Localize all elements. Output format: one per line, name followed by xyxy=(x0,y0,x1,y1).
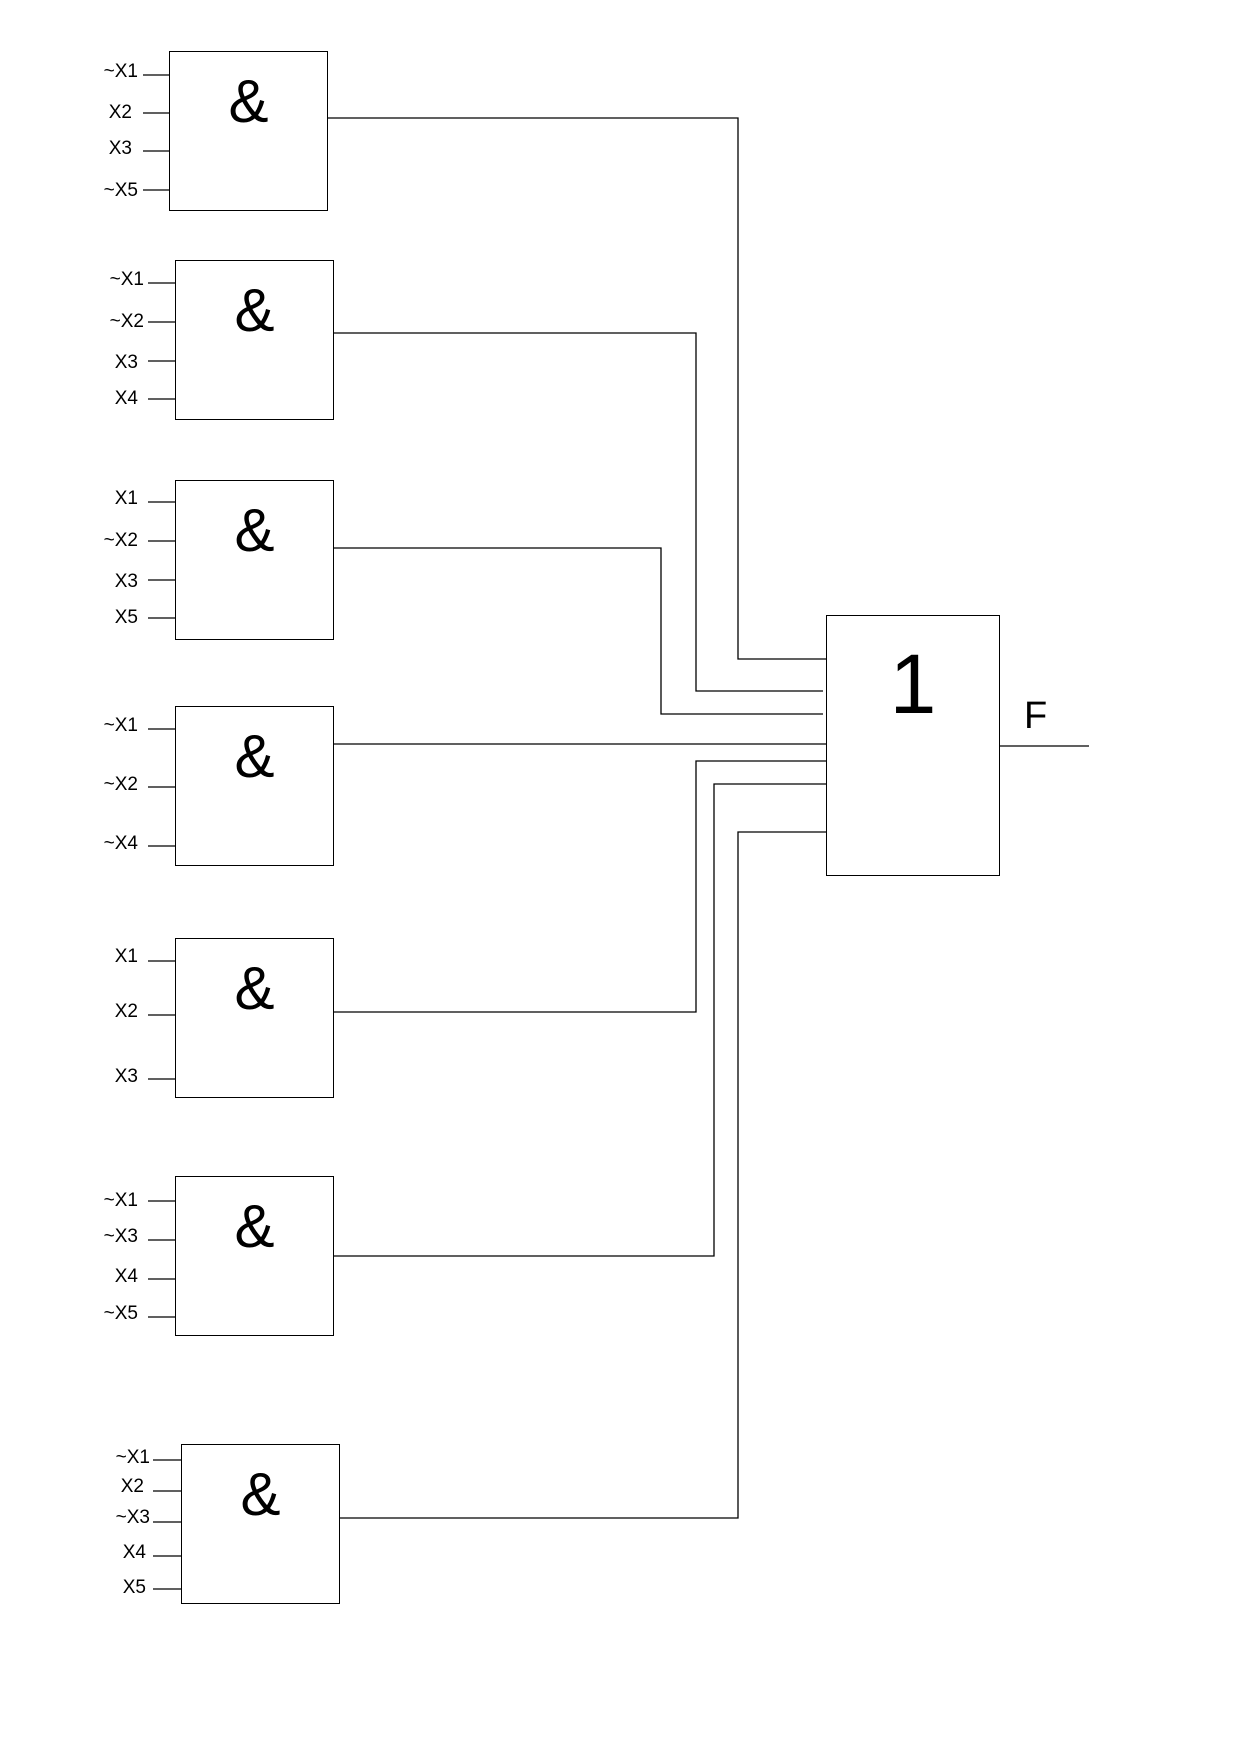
input-label: ~X2 xyxy=(109,311,144,332)
and-gate-3: & xyxy=(175,480,334,640)
input-label: X2 xyxy=(120,1476,144,1497)
and-gate-4: & xyxy=(175,706,334,866)
and-symbol: & xyxy=(234,277,275,344)
output-label: F xyxy=(1024,695,1048,737)
and-gate-1: & xyxy=(169,51,328,211)
or-symbol: 1 xyxy=(889,637,937,731)
input-label: ~X5 xyxy=(103,1303,138,1324)
input-label: ~X1 xyxy=(103,715,138,736)
input-label: ~X3 xyxy=(103,1226,138,1247)
input-label: ~X3 xyxy=(115,1507,150,1528)
input-label: X4 xyxy=(114,388,138,409)
and-gate-2: & xyxy=(175,260,334,420)
and-symbol: & xyxy=(234,497,275,564)
input-label: X4 xyxy=(122,1542,146,1563)
and-gate-6: & xyxy=(175,1176,334,1336)
input-label: X4 xyxy=(114,1266,138,1287)
input-label: ~X4 xyxy=(103,833,138,854)
and-symbol: & xyxy=(228,68,269,135)
input-label: ~X1 xyxy=(109,269,144,290)
input-label: X2 xyxy=(114,1001,138,1022)
or-gate: 1 xyxy=(826,615,1000,876)
and-symbol: & xyxy=(234,723,275,790)
input-label: X3 xyxy=(114,571,138,592)
input-label: ~X1 xyxy=(103,61,138,82)
input-label: ~X2 xyxy=(103,530,138,551)
input-label: X1 xyxy=(114,946,138,967)
input-label: X5 xyxy=(122,1577,146,1598)
input-label: ~X2 xyxy=(103,774,138,795)
and-symbol: & xyxy=(234,955,275,1022)
input-label: ~X1 xyxy=(103,1190,138,1211)
input-label: X2 xyxy=(108,102,132,123)
and-symbol: & xyxy=(240,1461,281,1528)
input-label: X1 xyxy=(114,488,138,509)
and-symbol: & xyxy=(234,1193,275,1260)
input-label: X3 xyxy=(114,352,138,373)
input-label: ~X5 xyxy=(103,180,138,201)
input-label: ~X1 xyxy=(115,1447,150,1468)
input-label: X5 xyxy=(114,607,138,628)
and-gate-5: & xyxy=(175,938,334,1098)
and-gate-7: & xyxy=(181,1444,340,1604)
input-label: X3 xyxy=(114,1066,138,1087)
input-label: X3 xyxy=(108,138,132,159)
